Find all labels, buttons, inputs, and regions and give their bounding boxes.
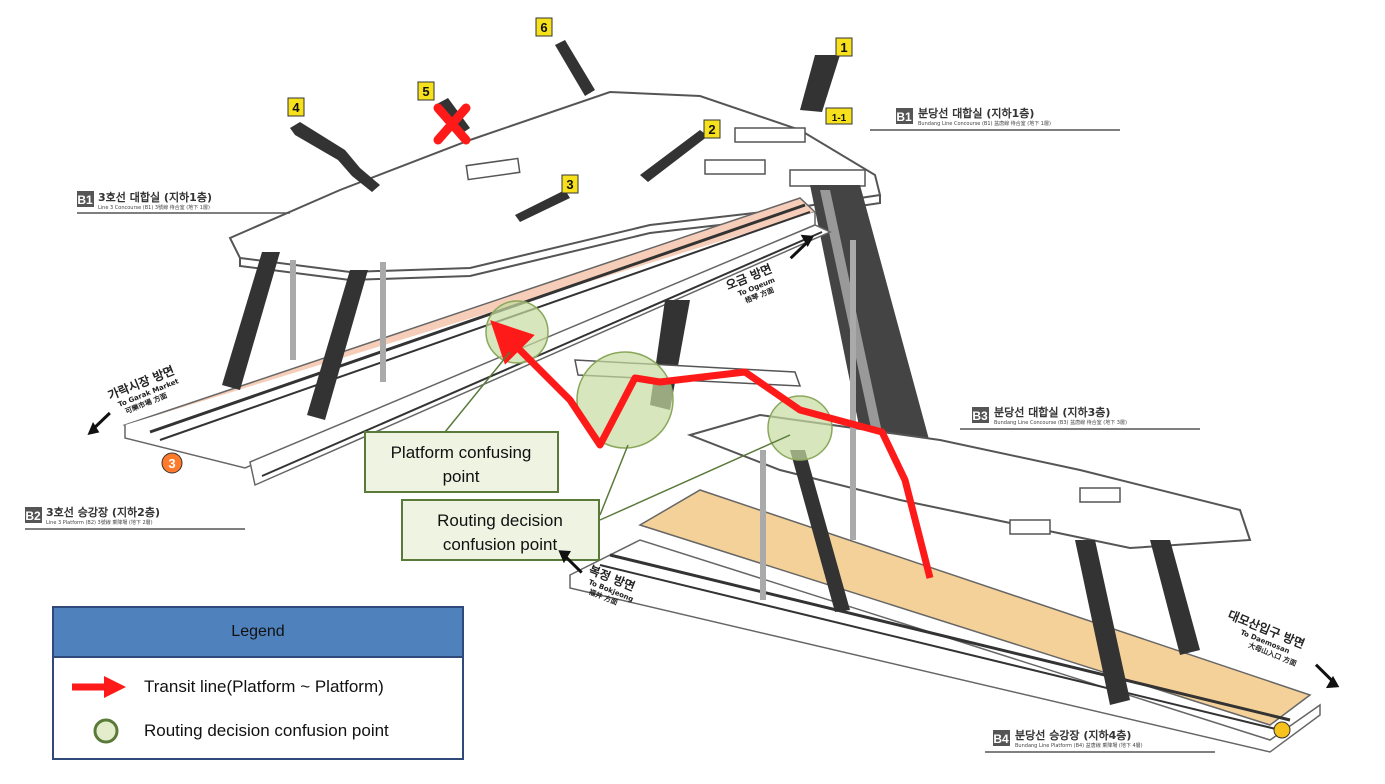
callout-line: Routing decision xyxy=(437,511,563,530)
legend-title: Legend xyxy=(54,608,462,658)
green-circle-icon xyxy=(54,716,144,746)
svg-text:분당선 대합실 (지하1층): 분당선 대합실 (지하1층) xyxy=(918,106,1034,120)
svg-text:Bundang Line Concourse (B1) 盆唐: Bundang Line Concourse (B1) 盆唐線 待合室 (地下 … xyxy=(918,120,1051,127)
label-b1-bundang: B1 분당선 대합실 (지하1층) Bundang Line Concourse… xyxy=(870,106,1120,131)
callout-line: confusion point xyxy=(443,535,558,554)
exit-badge: 5 xyxy=(417,81,435,101)
svg-text:Bundang Line Concourse (B3) 盆唐: Bundang Line Concourse (B3) 盆唐線 待合室 (地下 … xyxy=(994,419,1127,426)
label-b4-bundang: B4 분당선 승강장 (지하4층) Bundang Line Platform … xyxy=(985,728,1215,753)
legend-item-confusion-point: Routing decision confusion point xyxy=(54,716,389,746)
callout-routing-decision: Routing decision confusion point xyxy=(401,499,600,561)
confusion-point xyxy=(767,395,833,461)
svg-text:분당선 승강장 (지하4층): 분당선 승강장 (지하4층) xyxy=(1015,728,1131,742)
svg-text:2: 2 xyxy=(708,122,715,137)
label-b1-line3: B1 3호선 대합실 (지하1층) Line 3 Concourse (B1) … xyxy=(77,190,290,214)
svg-text:분당선 대합실 (지하3층): 분당선 대합실 (지하3층) xyxy=(994,405,1110,419)
svg-text:B3: B3 xyxy=(972,409,988,423)
exit-badge: 1 xyxy=(835,37,853,57)
svg-text:1: 1 xyxy=(840,40,847,55)
exit-badge: 6 xyxy=(535,17,553,37)
exit-badge: 1-1 xyxy=(825,107,853,125)
callout-line: point xyxy=(443,467,480,486)
legend-item-label: Routing decision confusion point xyxy=(144,721,389,740)
callout-line: Platform confusing xyxy=(391,443,532,462)
legend-item-label: Transit line(Platform ~ Platform) xyxy=(144,677,384,696)
callout-platform-confusing: Platform confusing point xyxy=(364,431,559,493)
bundang-platform xyxy=(569,489,1321,753)
exit-badges: 1 1-1 2 3 4 5 6 xyxy=(287,17,853,194)
exit-badge: 2 xyxy=(703,119,721,139)
svg-text:3: 3 xyxy=(168,456,175,471)
confusion-point xyxy=(485,300,549,364)
line3-badge: 3 xyxy=(161,452,183,474)
svg-text:3호선 승강장 (지하2층): 3호선 승강장 (지하2층) xyxy=(46,505,160,519)
legend-panel: Legend Transit line(Platform ~ Platform)… xyxy=(52,606,464,760)
label-b3-bundang: B3 분당선 대합실 (지하3층) Bundang Line Concourse… xyxy=(960,405,1200,430)
pillars-level2 xyxy=(760,240,1200,705)
svg-text:B4: B4 xyxy=(993,732,1009,746)
legend-item-transit-line: Transit line(Platform ~ Platform) xyxy=(54,672,384,702)
closed-exit-x-icon xyxy=(433,103,471,145)
svg-text:Bundang Line Platform (B4) 盆唐線: Bundang Line Platform (B4) 盆唐線 乘降場 (地下 4… xyxy=(1015,742,1143,749)
svg-text:Line 3 Concourse (B1) 3號線 待合室: Line 3 Concourse (B1) 3號線 待合室 (地下 1層) xyxy=(98,204,210,211)
line3-platform xyxy=(122,197,832,487)
svg-text:B2: B2 xyxy=(25,509,41,523)
svg-text:3호선 대합실 (지하1층): 3호선 대합실 (지하1층) xyxy=(98,190,212,204)
svg-text:3: 3 xyxy=(566,177,573,192)
bundang-badge xyxy=(1273,721,1291,739)
exit-badge: 3 xyxy=(561,174,579,194)
red-arrow-icon xyxy=(54,672,144,702)
callout-leaders xyxy=(444,351,791,521)
svg-text:1-1: 1-1 xyxy=(832,113,847,124)
label-b2-line3: B2 3호선 승강장 (지하2층) Line 3 Platform (B2) 3… xyxy=(25,505,245,530)
exit-badge: 4 xyxy=(287,97,305,117)
svg-text:B1: B1 xyxy=(77,193,93,207)
svg-text:5: 5 xyxy=(422,84,429,99)
svg-text:B1: B1 xyxy=(896,110,912,124)
transit-line-path xyxy=(490,320,934,579)
svg-text:Line 3 Platform (B2) 3號線 乘降場 (: Line 3 Platform (B2) 3號線 乘降場 (地下 2層) xyxy=(46,519,153,526)
svg-text:6: 6 xyxy=(540,20,547,35)
svg-text:4: 4 xyxy=(292,100,300,115)
